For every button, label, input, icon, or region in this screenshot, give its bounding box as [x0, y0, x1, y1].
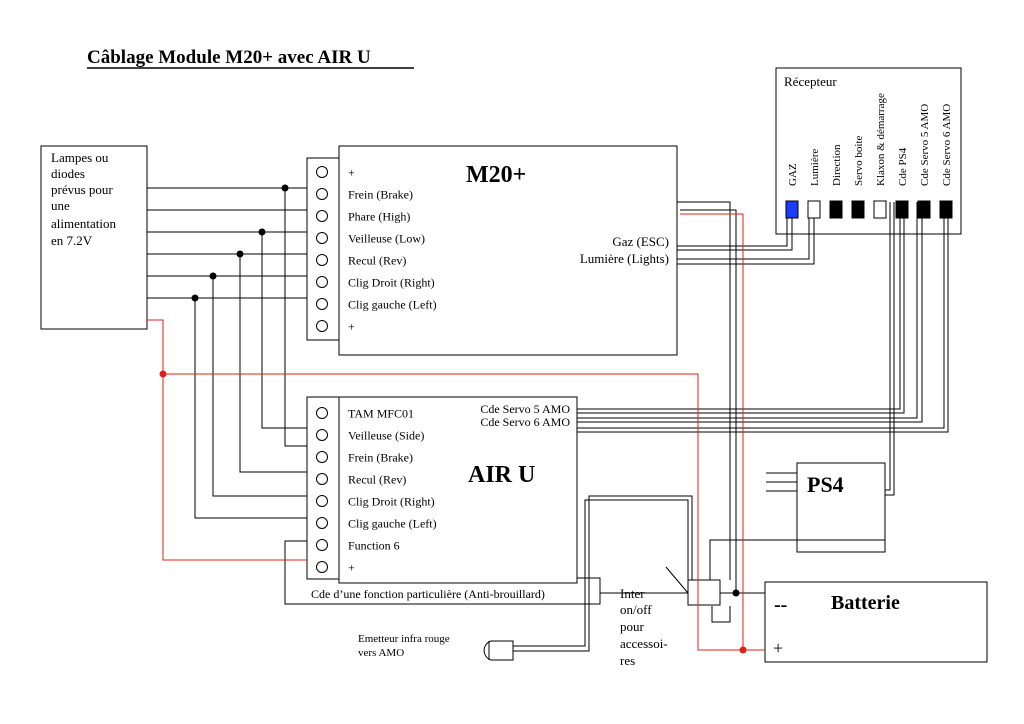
airu-output-label: Cde Servo 5 AMO [480, 402, 570, 416]
airu-terminal-icon [316, 495, 328, 507]
airu-output-label: Cde Servo 6 AMO [480, 415, 570, 429]
m20-terminal-icon [316, 298, 328, 310]
m20-terminal-icon [316, 320, 328, 332]
airu-terminal-label: + [348, 561, 355, 575]
receiver-title: Récepteur [784, 74, 837, 89]
m20-terminal-label: + [348, 166, 355, 180]
receiver-channel-label: Servo boite [853, 135, 865, 186]
airu-terminal-icon [316, 473, 328, 485]
m20-terminal-icon [316, 188, 328, 200]
airu-terminal-label: Clig Droit (Right) [348, 495, 435, 509]
m20-title: M20+ [466, 162, 526, 188]
ir-label: vers AMO [358, 647, 404, 659]
receiver-channel-slot [829, 200, 843, 219]
receiver-channel-label: Direction [831, 144, 843, 186]
lamps-line: en 7.2V [51, 233, 93, 248]
m20-module: M20+ + Frein (Brake) Phare (High) Veilleuse… [306, 145, 678, 356]
m20-output-label: Lumière (Lights) [580, 251, 669, 266]
wires [147, 187, 949, 652]
airu-terminal-icon [316, 517, 328, 529]
airu-terminal-icon [316, 407, 328, 419]
airu-terminal-label: Function 6 [348, 539, 400, 553]
receiver-channel-label: Cde Servo 5 AMO [919, 104, 931, 186]
m20-terminal-icon [316, 210, 328, 222]
lamps-line: prévus pour [51, 182, 113, 197]
svg-text:pour: pour [620, 619, 645, 634]
m20-terminal-label: Recul (Rev) [348, 254, 406, 268]
m20-output-label: Gaz (ESC) [612, 234, 669, 249]
battery-plus: + [773, 638, 783, 658]
receiver-channel-slot [873, 200, 887, 219]
receiver-channel-slot [939, 200, 953, 219]
switch-label: Inter on/off pour accessoi- res [620, 586, 668, 668]
airu-terminal-icon [316, 561, 328, 573]
lamps-line: diodes [51, 166, 85, 181]
ps4-title: PS4 [807, 472, 844, 497]
airu-terminal-label: Veilleuse (Side) [348, 429, 424, 443]
m20-terminal-label: Veilleuse (Low) [348, 232, 425, 246]
svg-text:res: res [620, 653, 635, 668]
airu-terminal-label: TAM MFC01 [348, 407, 414, 421]
m20-terminal-label: Clig gauche (Left) [348, 298, 437, 312]
lamps-line: alimentation [51, 216, 116, 231]
receiver: Récepteur GAZ Lumière Direction Servo boite… [775, 67, 962, 235]
airu-terminal-label: Recul (Rev) [348, 473, 406, 487]
airu-terminal-label: Clig gauche (Left) [348, 517, 437, 531]
receiver-channel-label: Cde Servo 6 AMO [941, 104, 953, 186]
airu-terminal-icon [316, 451, 328, 463]
airu-terminal-icon [316, 429, 328, 441]
m20-terminal-label: Phare (High) [348, 210, 410, 224]
svg-text:accessoi-: accessoi- [620, 636, 668, 651]
ps4-module: PS4 [796, 462, 886, 553]
m20-terminal-icon [316, 232, 328, 244]
battery-title: Batterie [831, 592, 900, 614]
accessory-switch [687, 579, 721, 606]
ir-emitter-icon [483, 640, 514, 661]
lamps-box: Lampes ou diodes prévus pour une aliment… [40, 145, 148, 330]
airu-terminal-label: Frein (Brake) [348, 451, 413, 465]
lamps-line: Lampes ou [51, 150, 109, 165]
airu-title: AIR U [468, 462, 535, 488]
page-title: Câblage Module M20+ avec AIR U [87, 47, 371, 68]
receiver-channel-slot [785, 200, 799, 219]
svg-text:on/off: on/off [620, 602, 652, 617]
receiver-channel-slot [895, 200, 909, 219]
positive-wires [147, 213, 765, 651]
battery: -- Batterie + [764, 581, 988, 663]
m20-terminal-label: + [348, 320, 355, 334]
receiver-channel-slot [917, 200, 931, 219]
m20-terminal-icon [316, 276, 328, 288]
m20-terminal-label: Clig Droit (Right) [348, 276, 435, 290]
m20-terminal-icon [316, 166, 328, 178]
receiver-channel-label: Lumière [809, 149, 821, 186]
ir-label: Emetteur infra rouge [358, 633, 450, 645]
m20-terminal-icon [316, 254, 328, 266]
receiver-channel-slot [807, 200, 821, 219]
junction-dots [159, 184, 747, 654]
airu-terminal-icon [316, 539, 328, 551]
receiver-channel-slot [851, 200, 865, 219]
battery-minus: -- [774, 594, 787, 616]
fog-function-label: Cde d’une fonction particulière (Anti-br… [311, 587, 545, 601]
receiver-channel-label: Klaxon & démarrage [875, 93, 887, 186]
receiver-channel-label: GAZ [787, 163, 799, 186]
lamps-line: une [51, 198, 70, 213]
receiver-channel-label: Cde PS4 [897, 147, 909, 186]
m20-terminal-label: Frein (Brake) [348, 188, 413, 202]
